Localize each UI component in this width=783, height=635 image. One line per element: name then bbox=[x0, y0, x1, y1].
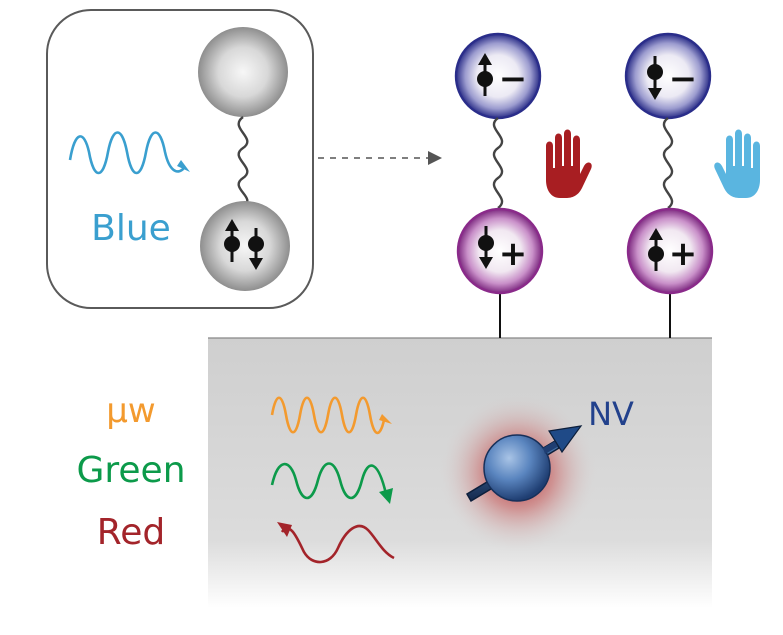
red-wave-arrowhead bbox=[277, 522, 292, 537]
mw-wave bbox=[270, 396, 386, 435]
gray-sphere-top bbox=[198, 27, 288, 117]
radical-pair-left: − + bbox=[454, 32, 544, 295]
nv-spin-arrow-tip bbox=[543, 425, 583, 454]
radical-pair-right: − + bbox=[624, 32, 714, 295]
spin-up-icon-bottom-right bbox=[648, 228, 664, 271]
sign-minus-top-right: − bbox=[669, 59, 698, 99]
red-hand-icon bbox=[546, 129, 592, 198]
mw-wave-arrowhead bbox=[379, 414, 392, 424]
spring-inset bbox=[237, 116, 249, 208]
spring-left bbox=[492, 117, 504, 209]
orbital-bottom-left bbox=[456, 207, 544, 295]
label-green: Green bbox=[76, 450, 185, 491]
orbital-bottom-right bbox=[626, 207, 714, 295]
spin-up-icon bbox=[477, 53, 493, 96]
spin-down-icon bbox=[478, 226, 494, 269]
label-mw: μw bbox=[106, 391, 155, 431]
label-red: Red bbox=[97, 512, 165, 553]
sign-plus-bottom-right: + bbox=[669, 234, 698, 274]
blue-wave bbox=[68, 131, 185, 175]
gray-sphere-bottom bbox=[200, 201, 290, 291]
spin-pair-icon bbox=[224, 219, 264, 270]
blue-wave-arrowhead bbox=[177, 160, 190, 172]
dashed-arrow-head bbox=[428, 151, 442, 165]
nv-sphere bbox=[483, 434, 551, 502]
label-blue: Blue bbox=[91, 208, 171, 249]
green-wave bbox=[270, 462, 388, 500]
label-nv: NV bbox=[588, 395, 634, 433]
blue-hand-icon bbox=[714, 129, 760, 198]
spring-right bbox=[662, 117, 674, 209]
green-wave-arrowhead bbox=[379, 488, 393, 504]
sign-minus-top-left: − bbox=[499, 59, 528, 99]
red-wave bbox=[280, 524, 395, 564]
spin-down-icon-top-right bbox=[647, 56, 663, 100]
sign-plus-bottom-left: + bbox=[499, 234, 528, 274]
